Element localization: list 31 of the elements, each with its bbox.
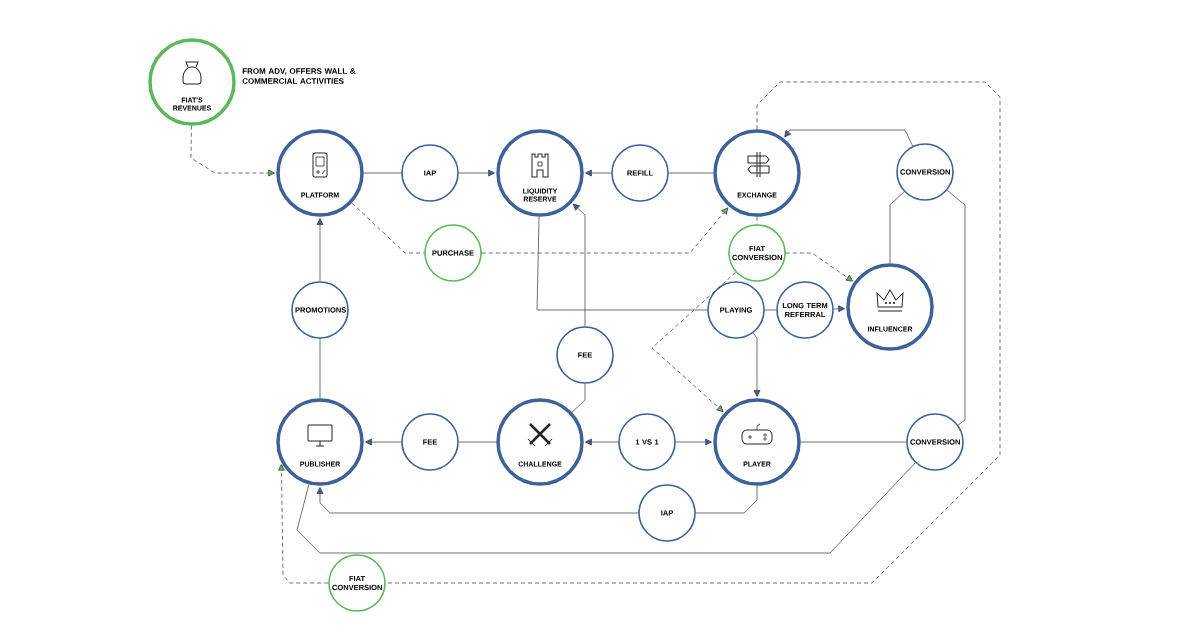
arrow: [572, 203, 586, 327]
arrow: [784, 129, 913, 147]
arrow: [651, 271, 736, 412]
connector-line: [571, 383, 586, 413]
connector-line: [319, 338, 321, 399]
connector-line: [946, 190, 966, 426]
connector-line: [800, 441, 907, 443]
arrow: [481, 207, 729, 254]
connector-line: [764, 309, 777, 311]
arrow: [585, 438, 619, 446]
connector-line: [668, 172, 714, 174]
arrow: [278, 463, 329, 584]
caption-text: FROM ADV, OFFERS WALL & COMMERCIAL ACTIVITIES: [242, 68, 356, 84]
arrow: [752, 332, 761, 397]
connector-line: [889, 191, 905, 264]
arrow: [785, 252, 853, 282]
connector-line: [458, 441, 497, 443]
arrow: [675, 438, 712, 446]
connector-line: [363, 172, 402, 174]
arrow: [316, 218, 324, 282]
arrow: [190, 125, 275, 177]
arrow: [458, 169, 495, 177]
connector-line: [296, 462, 916, 554]
arrow: [833, 305, 845, 313]
arrow: [585, 169, 612, 177]
connector-line: [351, 202, 425, 254]
connector-line: [385, 81, 1001, 584]
connector-line: [695, 485, 758, 514]
arrow: [365, 438, 402, 446]
connector-line: [536, 216, 708, 311]
arrow: [316, 487, 639, 514]
